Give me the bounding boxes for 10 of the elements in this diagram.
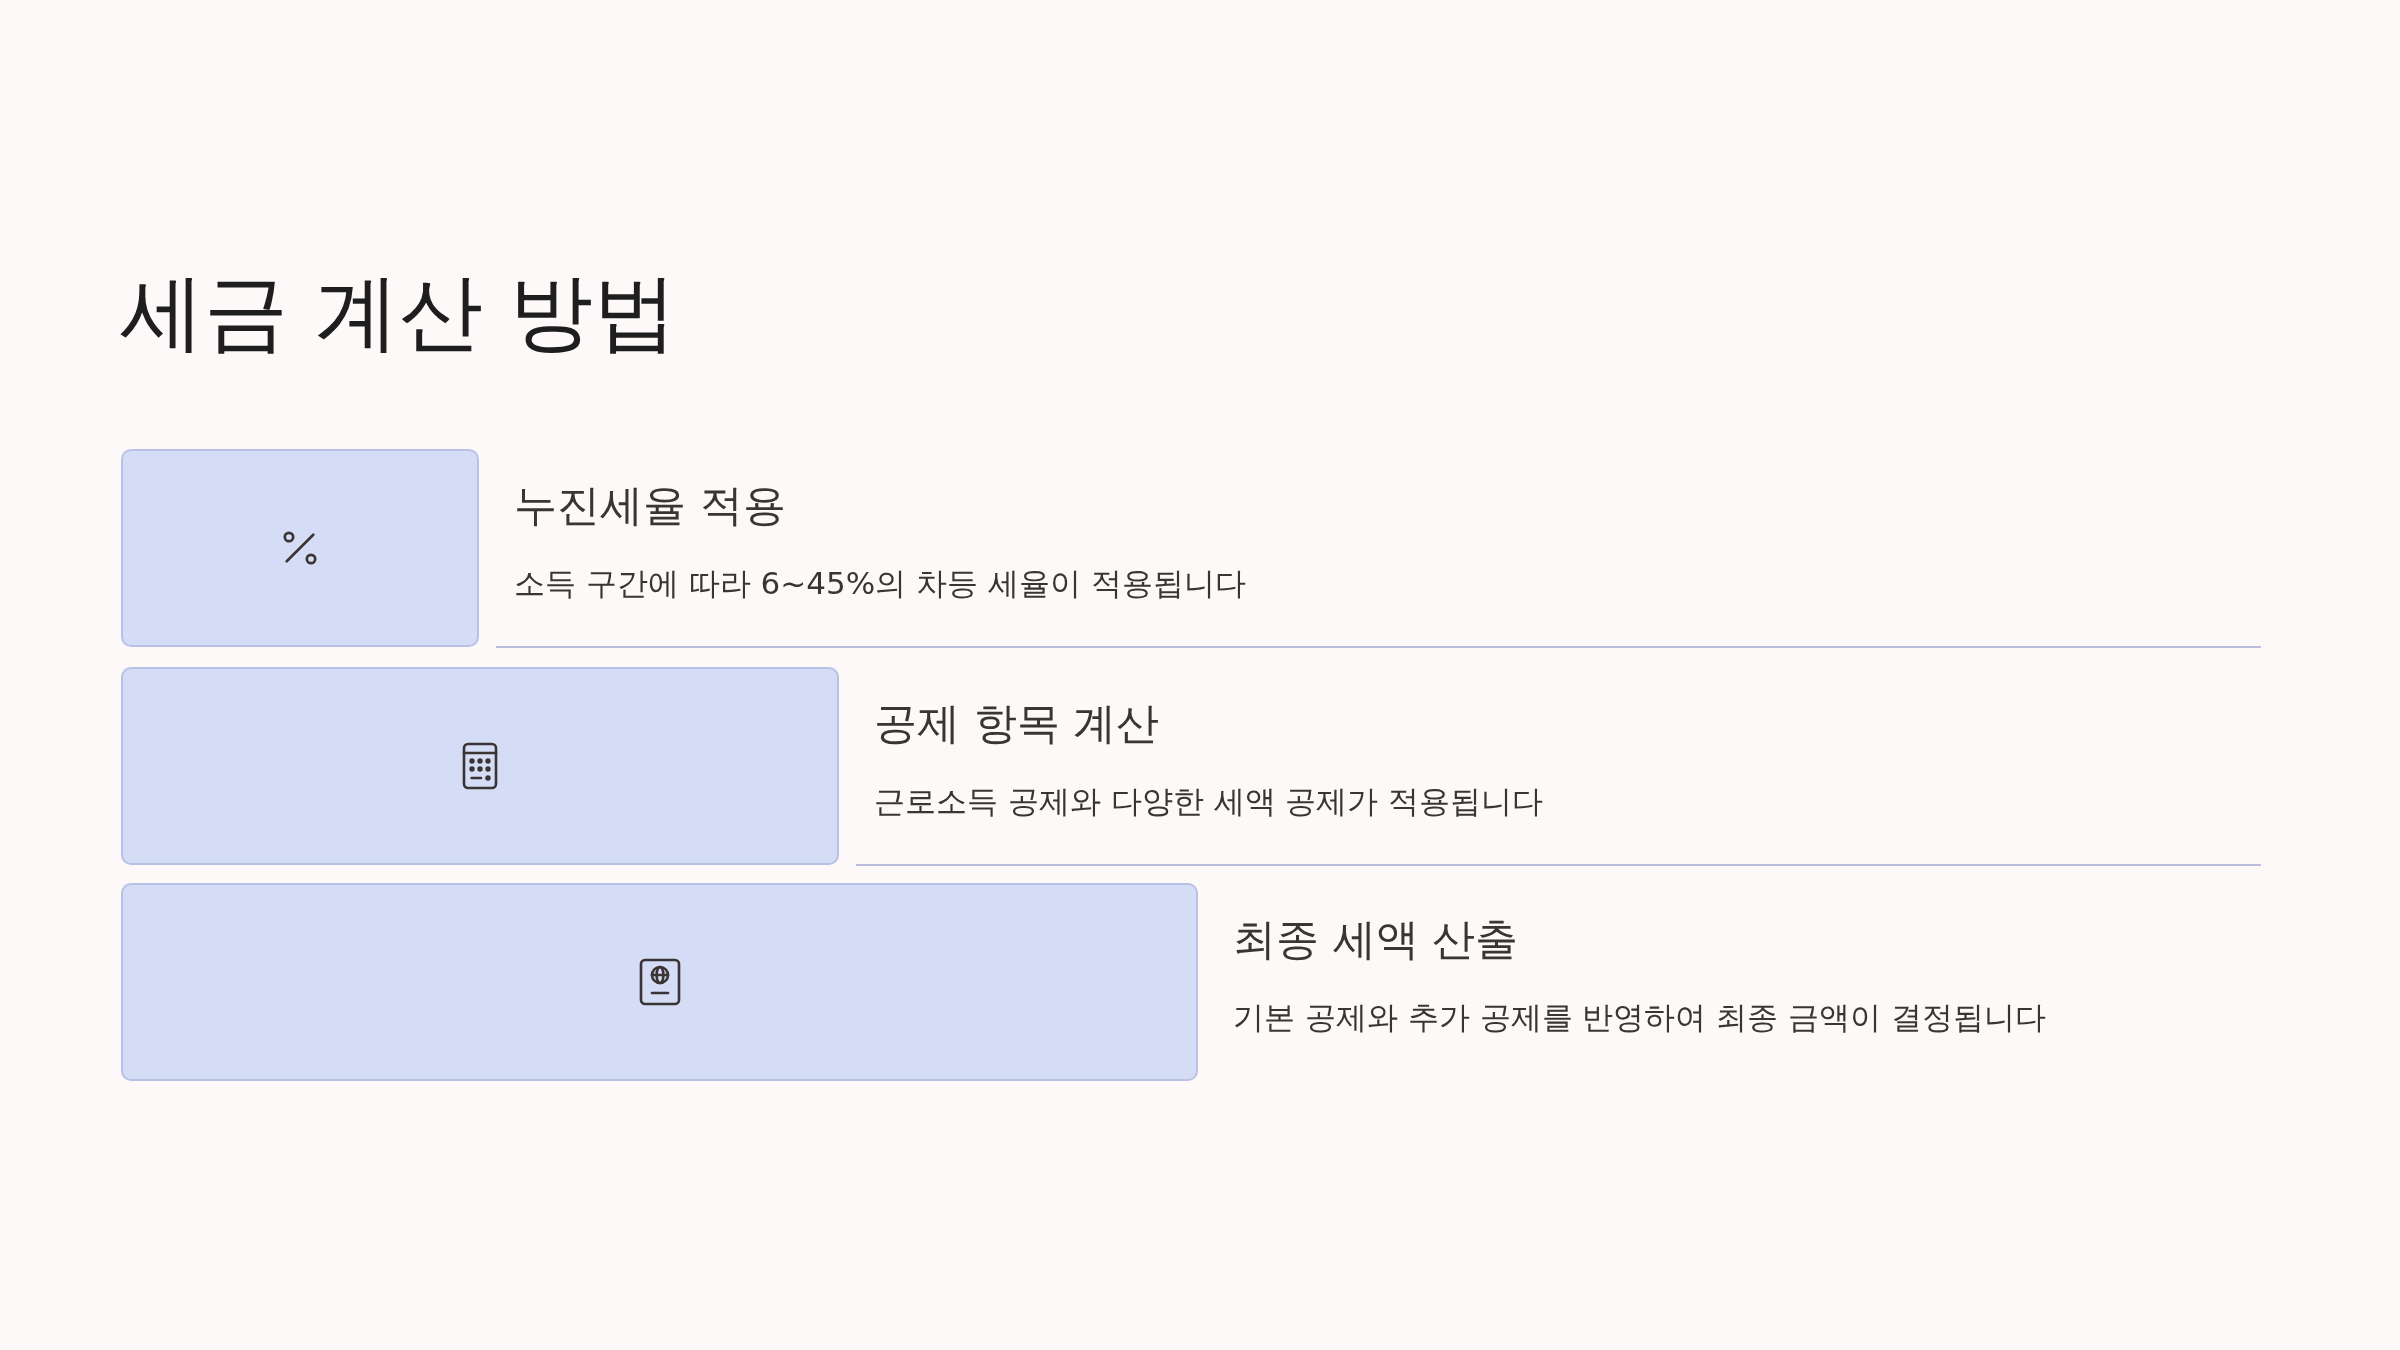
step-card [121, 449, 479, 647]
step-card [121, 667, 839, 865]
step-description: 기본 공제와 추가 공제를 반영하여 최종 금액이 결정됩니다 [1233, 997, 2046, 1037]
step-description: 소득 구간에 따라 6~45%의 차등 세율이 적용됩니다 [514, 563, 1246, 603]
step-heading: 공제 항목 계산 [874, 697, 1160, 750]
step-description: 근로소득 공제와 다양한 세액 공제가 적용됩니다 [874, 781, 1544, 821]
step-card [121, 883, 1198, 1081]
title: 세금 계산 방법 [120, 262, 678, 363]
step-heading: 최종 세액 산출 [1233, 913, 1519, 966]
step-heading: 누진세율 적용 [514, 479, 786, 532]
